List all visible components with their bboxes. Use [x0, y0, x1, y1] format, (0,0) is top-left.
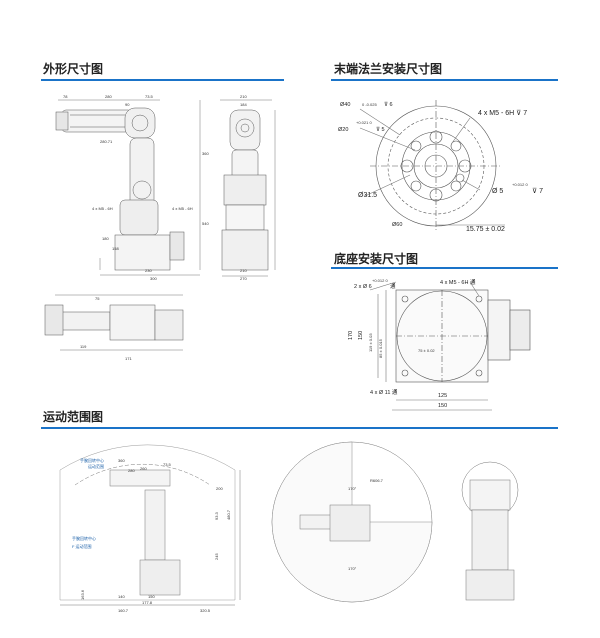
motion-dim-9: 177.8: [142, 600, 153, 605]
base-pin-tol: +0.012 0: [372, 278, 388, 283]
flange-d5-tol: +0.012 0: [512, 182, 528, 187]
outline-dim-bottom-0: 230: [145, 268, 152, 273]
flange-d31-5: Ø31.5: [358, 192, 377, 199]
outline-dim-top-3: 90: [125, 102, 130, 107]
motion-angle-1: 170°: [348, 566, 357, 571]
outline-dim-side-0: 210: [240, 94, 247, 99]
motion-dim-10: 160.7: [118, 608, 129, 613]
motion-dim-4: 480.7: [226, 509, 231, 520]
base-h85: 85 ± 0.015: [378, 338, 383, 358]
section-rule-flange: [331, 79, 558, 81]
flange-d20-tol: +0.021 0: [356, 120, 372, 125]
motion-dim-5: 93.3: [214, 511, 219, 520]
flange-d20: Ø20: [338, 127, 348, 133]
outline-dim-arm-len: 280.71: [100, 139, 113, 144]
outline-dim-bottom-1: 300: [150, 276, 157, 281]
base-w125: 125: [438, 393, 447, 399]
motion-dim-12: 200: [216, 486, 223, 491]
outline-dim-bottom-2: 210: [240, 268, 247, 273]
flange-d40: Ø40: [340, 102, 350, 108]
base-pin: 2 x Ø 6: [354, 284, 372, 290]
outline-holes-right: 4 x M5 - 6H: [172, 206, 193, 211]
section-title-base: 底座安装尺寸图: [334, 252, 419, 266]
flange-d20-depth: ⊽ 5: [376, 126, 385, 133]
outline-dim-vert-2: 180: [102, 236, 109, 241]
outline-dim-top-1: 280: [105, 94, 112, 99]
motion-dim-8: 150: [148, 594, 155, 599]
base-w150: 150: [438, 403, 447, 409]
base-h119: 119 ± 0.03: [368, 333, 373, 352]
outline-dim-bottom-3: 270: [240, 276, 247, 281]
section-title-outline: 外形尺寸图: [43, 62, 104, 76]
section-rule-outline: [41, 79, 284, 81]
flange-holes: 4 x M5 - 6H ⊽ 7: [478, 109, 527, 117]
outline-dim-vert-0: 360: [202, 151, 209, 156]
flange-d5-depth: ⊽ 7: [532, 187, 543, 195]
motion-dim-1: 260: [140, 466, 147, 471]
motion-dim-0: 360: [118, 458, 125, 463]
section-rule-base: [331, 267, 558, 269]
outline-dim-vert-3: 158: [112, 246, 119, 251]
outline-plan-dim-0: 119: [80, 344, 87, 349]
motion-dim-7: 140: [118, 594, 125, 599]
flange-offset: 15.75 ± 0.02: [466, 226, 505, 233]
outline-dim-top-2: 73.5: [145, 94, 154, 99]
motion-label-1: 运动范围: [88, 463, 104, 469]
outline-dim-top-0: 78: [63, 94, 68, 99]
motion-dim-2: 73.5: [163, 462, 172, 467]
motion-label2-1: F 运动范围: [72, 543, 92, 549]
motion-dim-13: 245: [214, 553, 219, 560]
section-title-flange: 末端法兰安装尺寸图: [334, 62, 443, 76]
motion-label2-0: 手腕回转中心: [72, 535, 96, 541]
motion-angle-2: R606.7: [370, 478, 384, 483]
flange-d5: Ø 5: [492, 188, 503, 195]
base-pin-through: 通: [390, 282, 396, 290]
motion-dim-3: 280: [128, 468, 135, 473]
outline-plan-dim-2: 75: [95, 296, 100, 301]
flange-d60: Ø60: [392, 222, 402, 228]
base-w75: 75 ± 0.02: [418, 348, 435, 353]
section-rule-motion: [41, 427, 558, 429]
base-holes-top: 4 x M5 - 6H 通: [440, 278, 476, 286]
motion-dim-6: 163.6: [80, 589, 85, 600]
flange-d40-tol: 0 -0.025: [362, 102, 377, 107]
motion-angle-0: 170°: [348, 486, 357, 491]
section-title-motion: 运动范围图: [43, 410, 104, 424]
base-holes-bottom: 4 x Ø 11 通: [370, 388, 398, 396]
outline-dim-vert-1: 540: [202, 221, 209, 226]
motion-dim-11: 320.5: [200, 608, 211, 613]
outline-dim-side-1: 184: [240, 102, 247, 107]
flange-d40-depth: ⊽ 6: [384, 101, 393, 108]
outline-holes-left: 4 x M5 - 6H: [92, 206, 113, 211]
base-h170: 170: [348, 331, 354, 340]
outline-plan-dim-1: 171: [125, 356, 132, 361]
base-h150: 150: [358, 331, 364, 340]
motion-label-0: 手腕回转中心: [80, 457, 104, 463]
